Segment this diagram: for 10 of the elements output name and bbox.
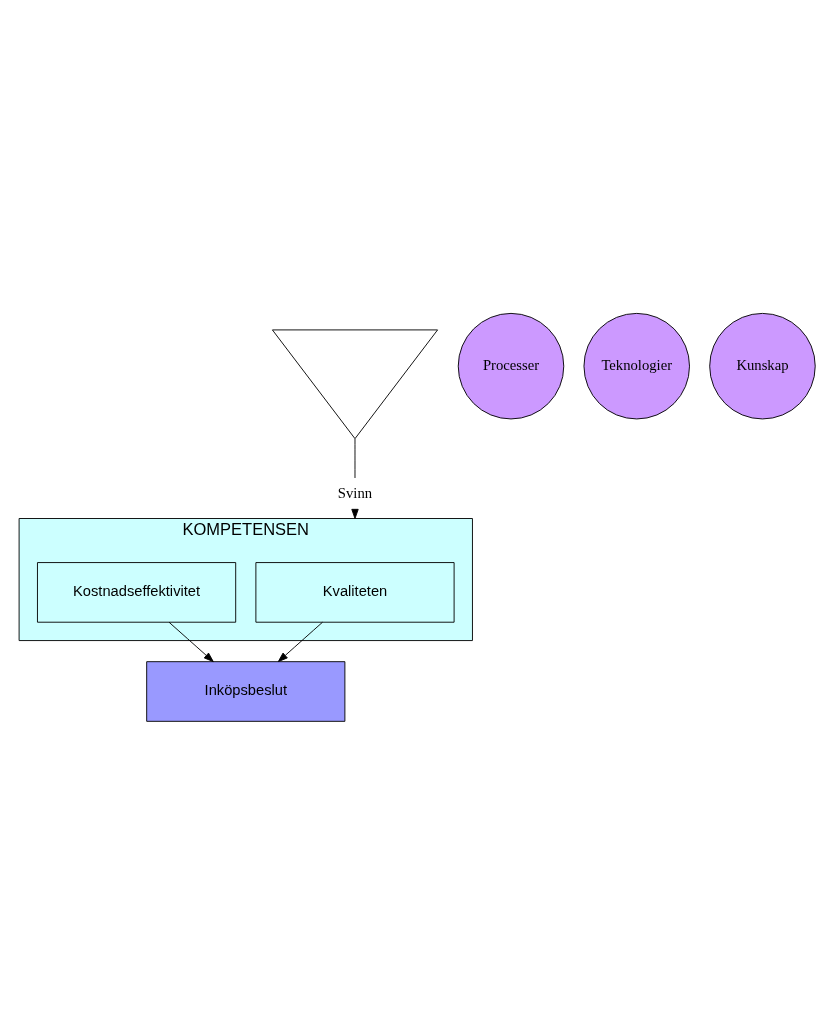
node-circle: Kunskap	[709, 312, 816, 420]
node-box: Kostnadseffektivitet	[37, 562, 237, 623]
node-box: Kvaliteten	[255, 562, 455, 623]
arrow	[168, 621, 214, 663]
arrow	[277, 621, 323, 663]
node-triangle	[271, 329, 439, 440]
node-text: Svinn	[337, 485, 373, 502]
node-circle: Teknologier	[583, 312, 690, 420]
node-box: Inköpsbeslut	[146, 661, 346, 722]
node-circle: Processer	[457, 312, 565, 420]
